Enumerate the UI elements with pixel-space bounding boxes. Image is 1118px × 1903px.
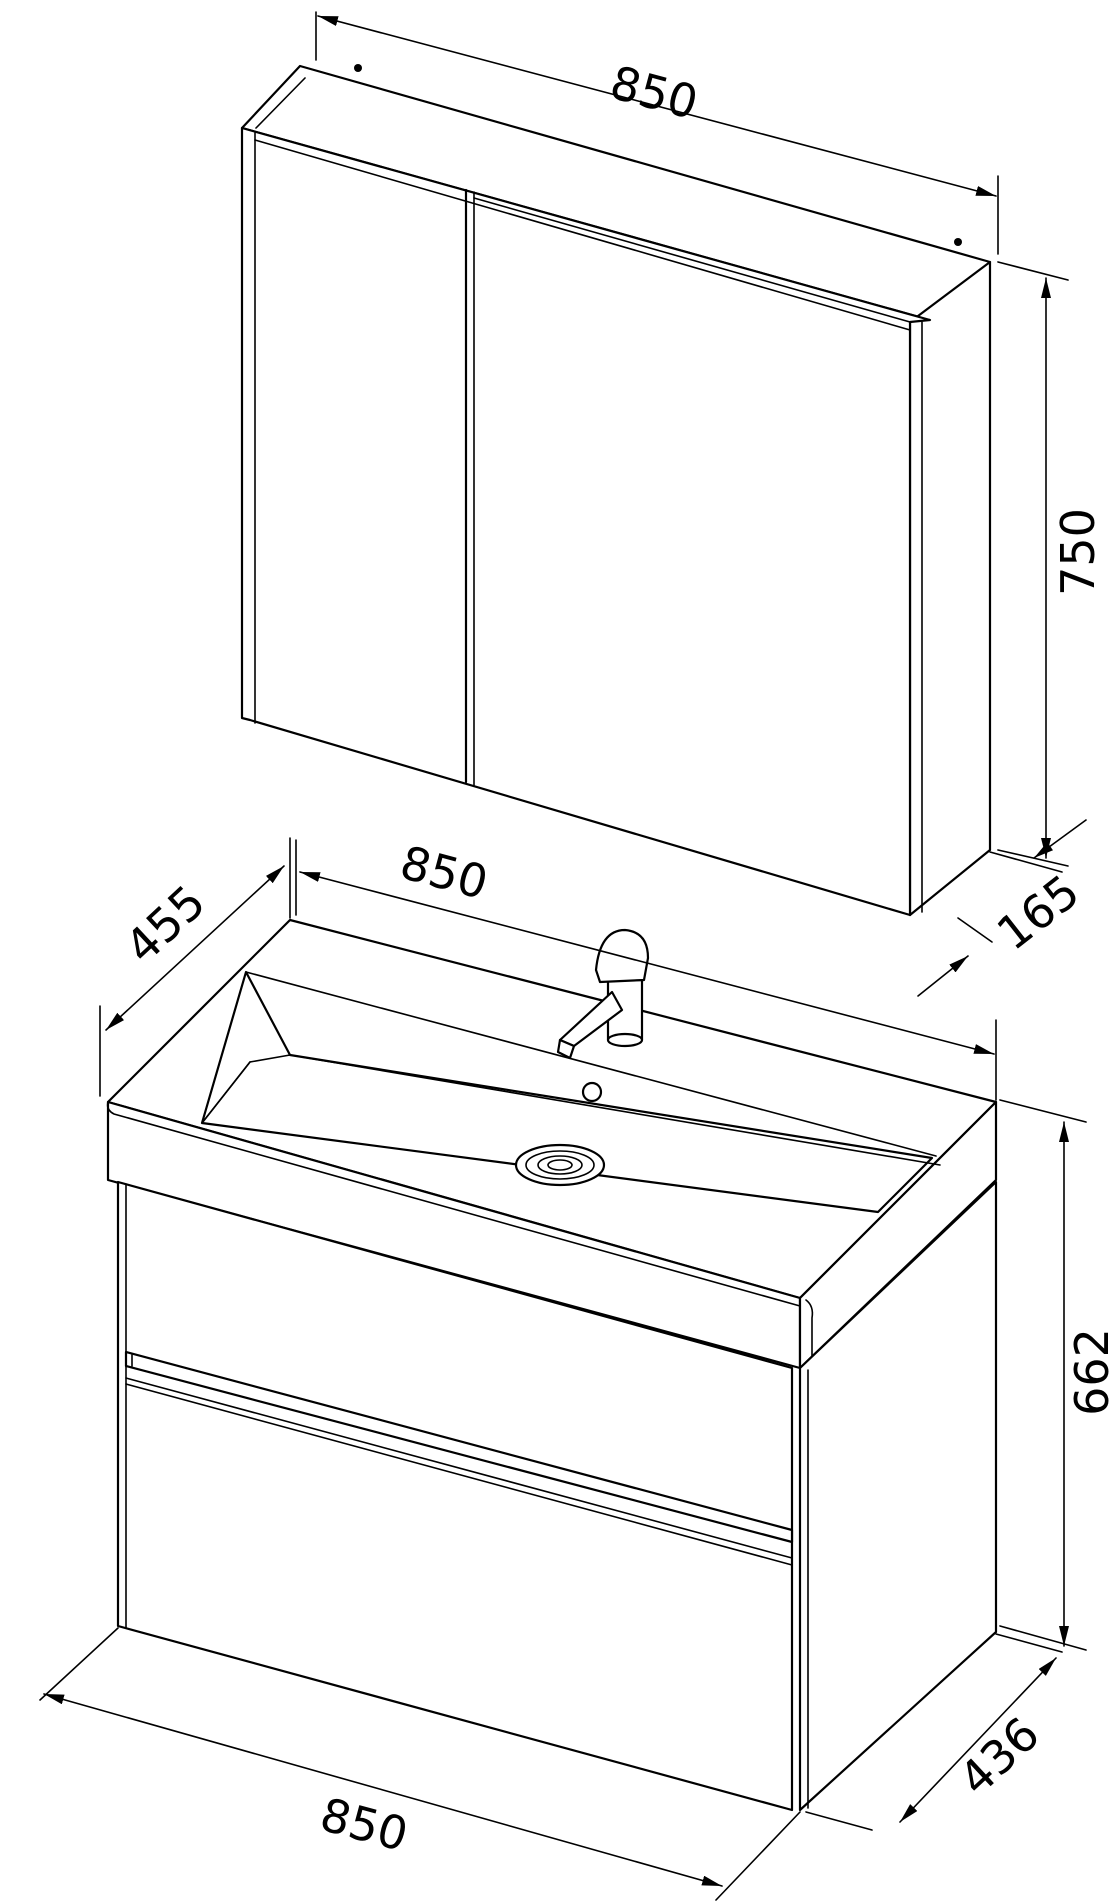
vanity-height-dimension: 662 (999, 1099, 1118, 1651)
vanity-bottom-width-label: 850 (315, 1787, 414, 1862)
mirror-height-dimension: 750 (997, 261, 1105, 867)
overflow-hole (581, 1081, 603, 1103)
vanity-depth-label: 455 (115, 875, 216, 974)
vanity-unit (106, 918, 998, 1812)
vanity-bottom-depth-label: 436 (949, 1707, 1050, 1806)
mirror-depth-label: 165 (987, 864, 1089, 961)
mirror-height-label: 750 (1051, 508, 1105, 596)
drain (514, 1143, 606, 1187)
vanity-top-width-label: 850 (395, 835, 494, 910)
vanity-height-label: 662 (1065, 1328, 1118, 1416)
mirror-width-label: 850 (605, 55, 704, 130)
mirror-cabinet (240, 64, 992, 917)
